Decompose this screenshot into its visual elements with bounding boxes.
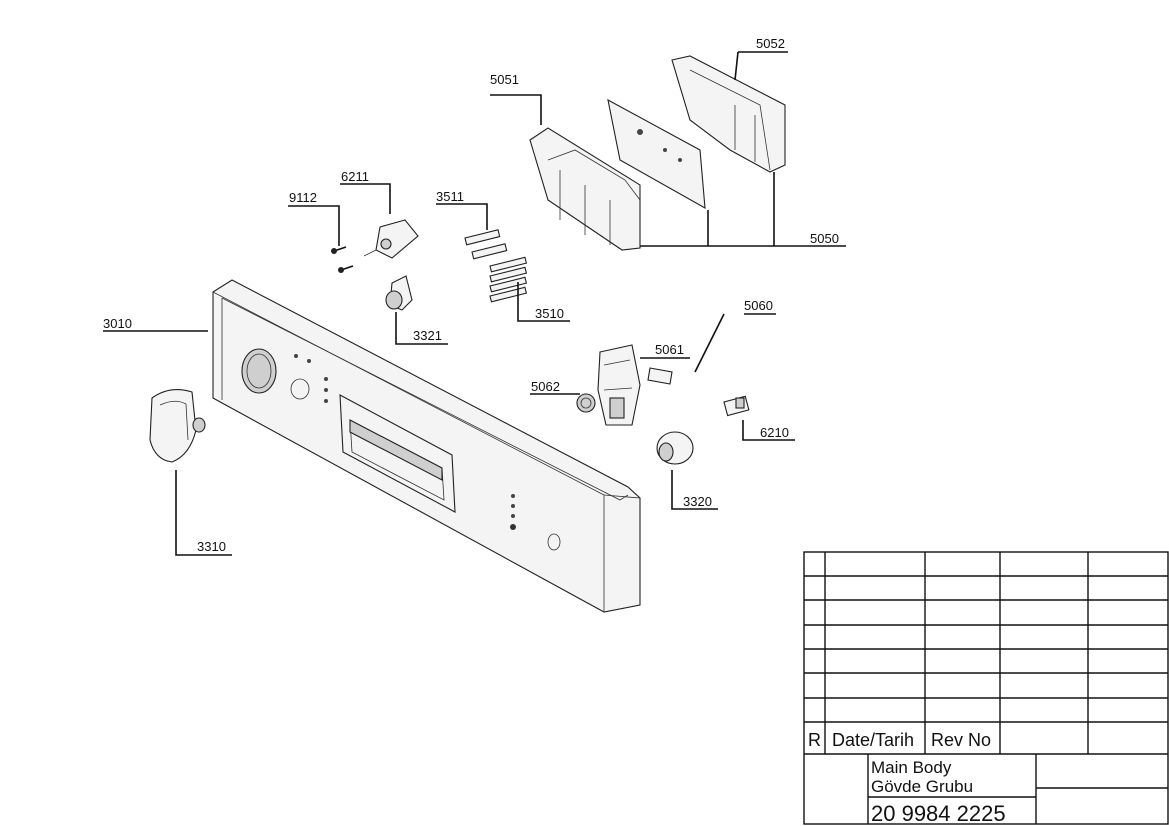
switch-6210: [723, 395, 750, 417]
program-knob: [149, 389, 206, 463]
part-label-3510: 3510: [535, 306, 564, 321]
button-5062: [576, 393, 596, 413]
part-label-3321: 3321: [413, 328, 442, 343]
drawing-name-tr: Gövde Grubu: [871, 777, 973, 796]
part-label-9112: 9112: [289, 190, 317, 205]
part-label-3010: 3010: [103, 316, 132, 331]
cover-5052: [671, 55, 786, 173]
part-label-5051: 5051: [490, 72, 519, 87]
part-label-6210: 6210: [760, 425, 789, 440]
light-pipes-3511: [464, 229, 508, 260]
date-header: Date/Tarih: [832, 730, 914, 750]
part-label-5052: 5052: [756, 36, 785, 51]
button-3320: [656, 431, 694, 465]
drawing-number: 20 9984 2225: [871, 801, 1006, 825]
rev-header: R: [808, 730, 821, 750]
part-label-6211: 6211: [341, 169, 369, 184]
small-pcb-5060: [647, 367, 673, 385]
pcb-board: [607, 98, 706, 209]
revno-header: Rev No: [931, 730, 991, 750]
knob-holder: [385, 275, 413, 311]
screws: [331, 246, 354, 273]
part-label-5062: 5062: [531, 379, 560, 394]
part-label-5061: 5061: [655, 342, 684, 357]
switch-assembly-5061: [597, 344, 641, 426]
light-pipes-3510: [489, 256, 528, 303]
drawing-name-en: Main Body: [871, 758, 952, 777]
title-block: R Date/Tarih Rev No Main Body Gövde Grub…: [803, 551, 1169, 825]
part-label-3320: 3320: [683, 494, 712, 509]
card-holder-5051: [529, 127, 641, 251]
part-label-3310: 3310: [197, 539, 226, 554]
part-labels: 5052 5051 5050 6211 9112 3511 3510 3321 …: [103, 36, 839, 554]
control-panel-fascia: [212, 279, 641, 613]
leader-lines: [103, 51, 846, 556]
part-label-5050: 5050: [810, 231, 839, 246]
switch-6211: [363, 219, 419, 259]
part-label-3511: 3511: [436, 189, 464, 204]
part-label-5060: 5060: [744, 298, 773, 313]
